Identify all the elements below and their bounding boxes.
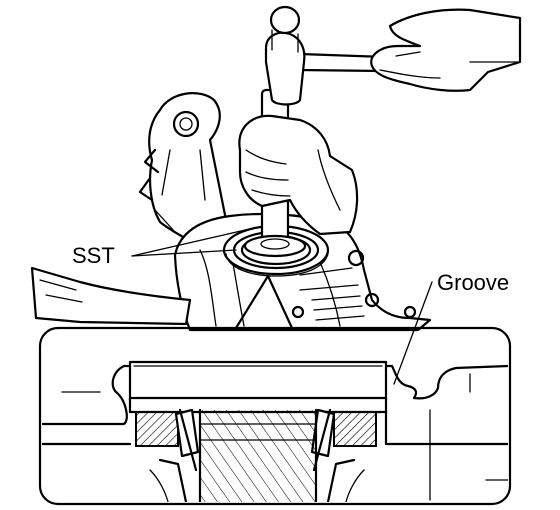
groove-callout: Groove: [393, 270, 509, 385]
groove-label: Groove: [437, 270, 509, 295]
hand-left: [238, 114, 359, 236]
sst-callout: SST: [72, 227, 255, 268]
detail-inset: [38, 274, 512, 506]
hand-right: [370, 8, 522, 92]
knuckle-housing: [30, 92, 432, 332]
sst-label: SST: [72, 243, 115, 268]
